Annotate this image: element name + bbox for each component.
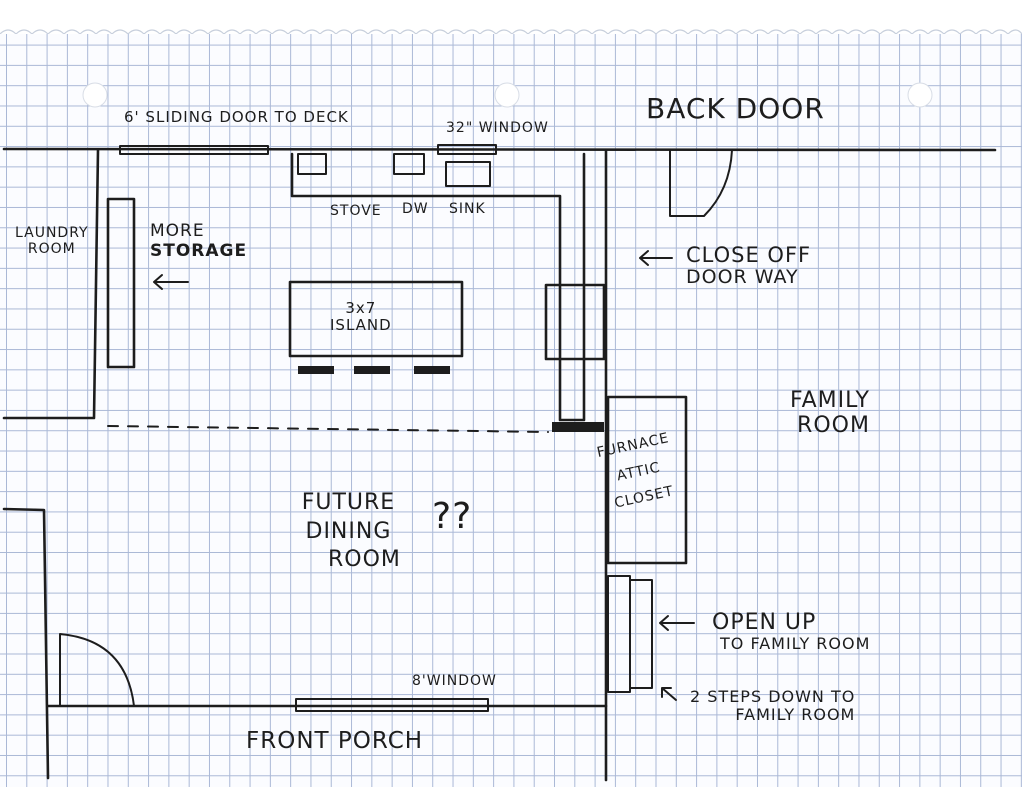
arrow-steps [661,687,677,701]
label-question-marks: ?? [432,496,473,537]
laundry-line-1: LAUNDRY [15,225,89,241]
dining-line-2: DINING [305,518,392,544]
more-storage-cabinet [106,197,136,369]
left-lower-wall [2,507,50,780]
window-8-foot [295,698,489,712]
close-line-1: CLOSE OFF [686,243,812,267]
storage-line-1: MORE [150,221,205,241]
doorway-closed-block [544,283,606,361]
sink-basin [445,161,491,187]
label-8-window: 8'WINDOW [412,673,497,689]
label-stove: STOVE [330,203,382,219]
island-line-1: 3x7 [345,299,377,317]
laundry-wall [2,148,100,420]
steps-line-1: 2 STEPS DOWN TO [690,687,856,706]
front-door-swing [59,633,135,707]
window-32-inch [437,144,497,155]
label-future-dining-room: FUTURE DINING ROOM [296,489,401,575]
base-cabinet-run [290,152,586,422]
label-island: 3x7 ISLAND [330,299,392,335]
dining-divider-dashed [107,425,549,433]
arrow-close-off [639,250,673,266]
label-close-off-doorway: CLOSE OFF DOOR WAY [686,243,811,289]
arrow-open-up [659,615,695,631]
arrow-storage [153,274,189,290]
laundry-line-2: ROOM [27,241,76,258]
storage-line-2: STORAGE [150,240,248,261]
dining-line-1: FUTURE [301,490,396,515]
steps-line-2: FAMILY ROOM [735,705,856,725]
label-laundry-room: LAUNDRY ROOM [15,225,89,257]
stool-1 [298,366,334,374]
label-32-window: 32" WINDOW [446,120,549,136]
step-down-1 [607,575,631,693]
binder-hole-right [907,82,933,108]
step-down-2 [629,579,653,689]
close-line-2: DOOR WAY [686,266,799,289]
back-wall [2,147,997,152]
spiral-perforation-edge [0,0,1022,34]
stove-outline [297,153,327,175]
label-dw: DW [402,201,429,217]
island-line-2: ISLAND [330,316,392,335]
dining-line-3: ROOM [328,547,401,573]
label-more-storage: MORE STORAGE [150,221,248,261]
doorway-header [552,422,604,432]
label-back-door: BACK DOOR [646,92,825,125]
dishwasher-outline [393,153,425,175]
binder-hole-center [494,82,520,108]
sliding-door [119,145,269,155]
label-sliding-door: 6' SLIDING DOOR TO DECK [124,108,349,126]
label-steps-down: 2 STEPS DOWN TO FAMILY ROOM [690,687,856,725]
back-door-swing [669,149,733,217]
label-open-up: OPEN UP TO FAMILY ROOM [712,610,870,654]
label-sink: SINK [449,201,486,217]
furnace-attic-closet [606,395,688,565]
open-line-1: OPEN UP [712,610,817,635]
family-line-1: FAMILY [790,388,870,413]
stool-2 [354,366,390,374]
stool-3 [414,366,450,374]
kitchen-island [288,280,464,358]
label-family-room: FAMILY ROOM [790,388,870,439]
family-line-2: ROOM [797,413,870,439]
open-line-2: TO FAMILY ROOM [720,634,871,654]
label-front-porch: FRONT PORCH [246,728,424,754]
binder-hole-left [82,82,108,108]
